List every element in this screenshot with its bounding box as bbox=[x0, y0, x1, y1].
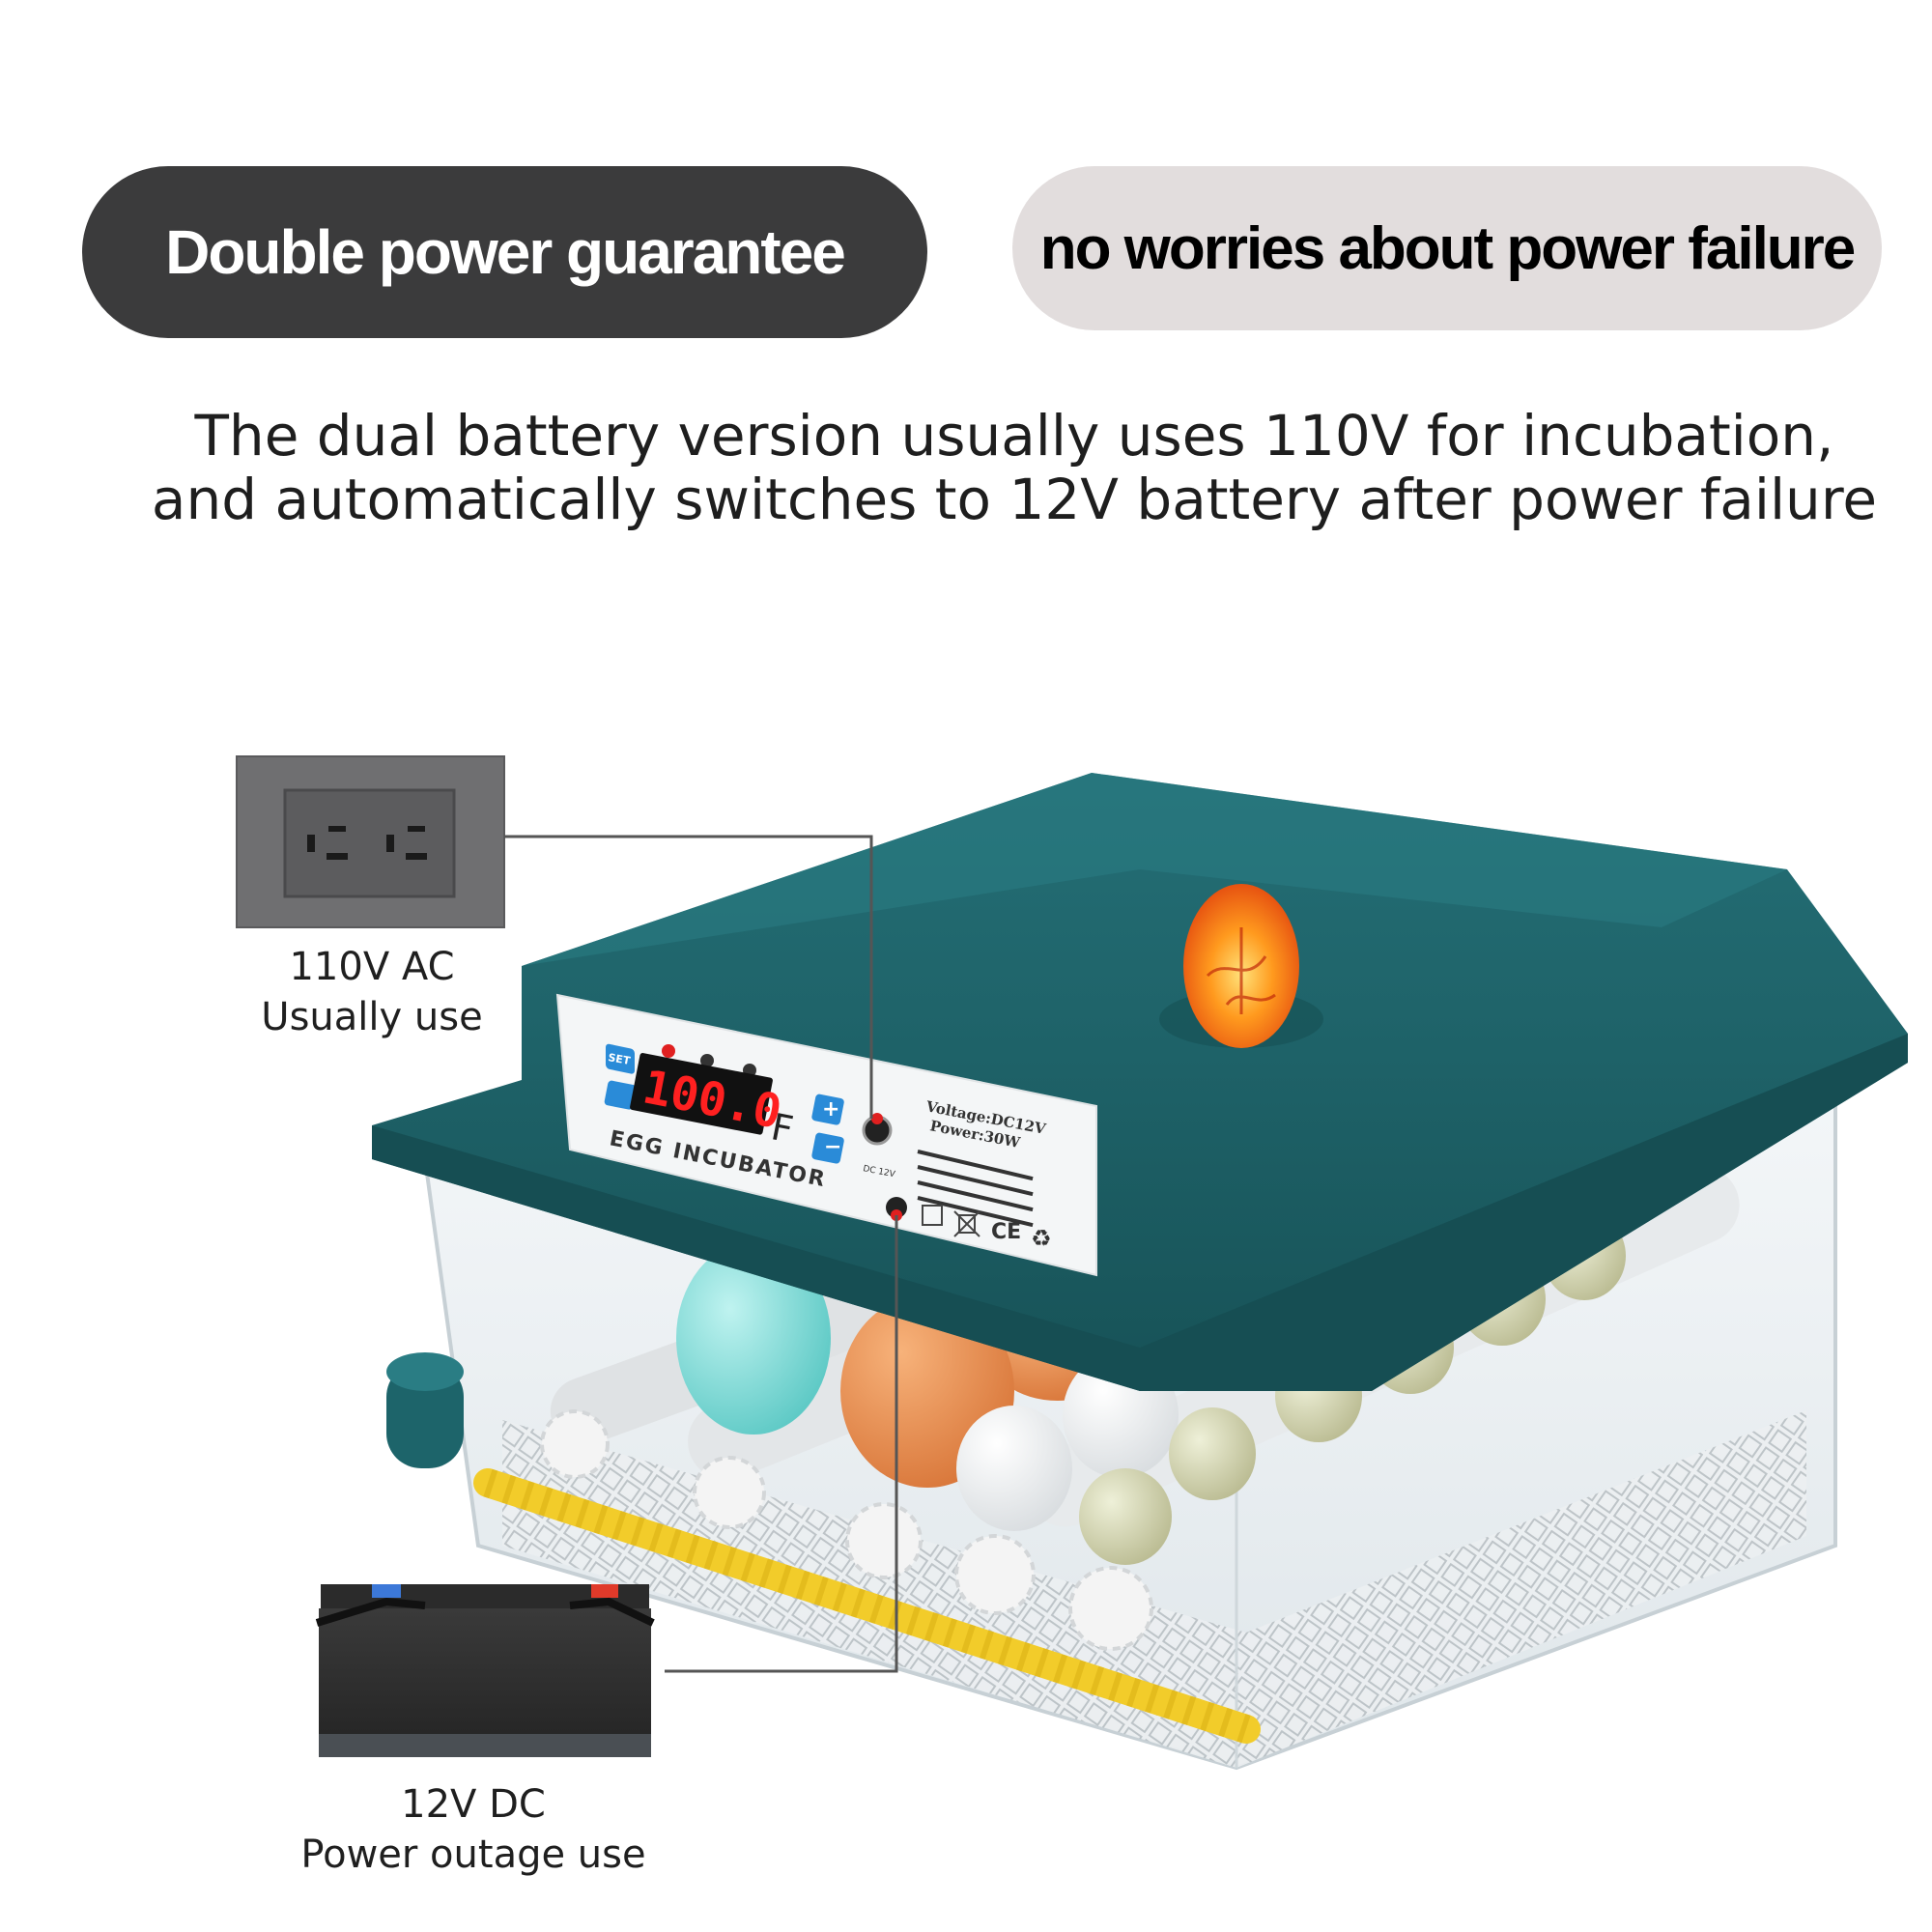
description: The dual battery version usually uses 11… bbox=[145, 404, 1884, 531]
vent-lines bbox=[917, 1150, 1034, 1228]
ce-mark: CE bbox=[991, 1220, 1021, 1244]
double-power-badge: Double power guarantee bbox=[82, 166, 927, 338]
heat-indicator-icon bbox=[662, 1044, 675, 1058]
ac-power-label: 110V AC Usually use bbox=[222, 942, 522, 1042]
roller-gears bbox=[540, 1409, 1153, 1651]
control-panel: SET 100.0 F + − DC 12V EGG INCUBATOR Vol… bbox=[555, 993, 1097, 1277]
ac-power-usage: Usually use bbox=[261, 995, 483, 1039]
wall-outlet-icon bbox=[236, 755, 505, 928]
ac-power-voltage: 110V AC bbox=[289, 945, 455, 989]
minus-button[interactable]: − bbox=[811, 1132, 845, 1164]
set-button-label: SET bbox=[607, 1051, 631, 1067]
dc-power-voltage: 12V DC bbox=[401, 1782, 546, 1827]
drive-bar bbox=[473, 1468, 1261, 1744]
incubator-lid bbox=[372, 773, 1908, 1391]
light-button[interactable] bbox=[604, 1080, 637, 1110]
set-button[interactable]: SET bbox=[606, 1043, 635, 1074]
recycle-icon: ♻ bbox=[1031, 1225, 1052, 1252]
dc-power-usage: Power outage use bbox=[300, 1833, 646, 1877]
class-ii-icon bbox=[922, 1205, 943, 1226]
power-switch[interactable] bbox=[886, 1197, 907, 1218]
plus-icon: + bbox=[822, 1097, 839, 1122]
no-worries-badge: no worries about power failure bbox=[1012, 166, 1882, 330]
weee-bin-icon bbox=[953, 1210, 980, 1237]
plus-button[interactable]: + bbox=[811, 1094, 845, 1125]
dc-power-label: 12V DC Power outage use bbox=[290, 1779, 657, 1880]
no-worries-text: no worries about power failure bbox=[1039, 214, 1857, 282]
battery-icon bbox=[315, 1584, 655, 1757]
candling-egg-icon bbox=[1159, 884, 1323, 1048]
minus-icon: − bbox=[824, 1135, 841, 1159]
description-line-1: The dual battery version usually uses 11… bbox=[194, 403, 1834, 469]
connector-lines bbox=[504, 835, 898, 1673]
turn-indicator-icon bbox=[700, 1054, 714, 1067]
side-knob bbox=[386, 1352, 464, 1468]
description-line-2: and automatically switches to 12V batter… bbox=[151, 467, 1878, 532]
double-power-text: Double power guarantee bbox=[165, 217, 846, 287]
